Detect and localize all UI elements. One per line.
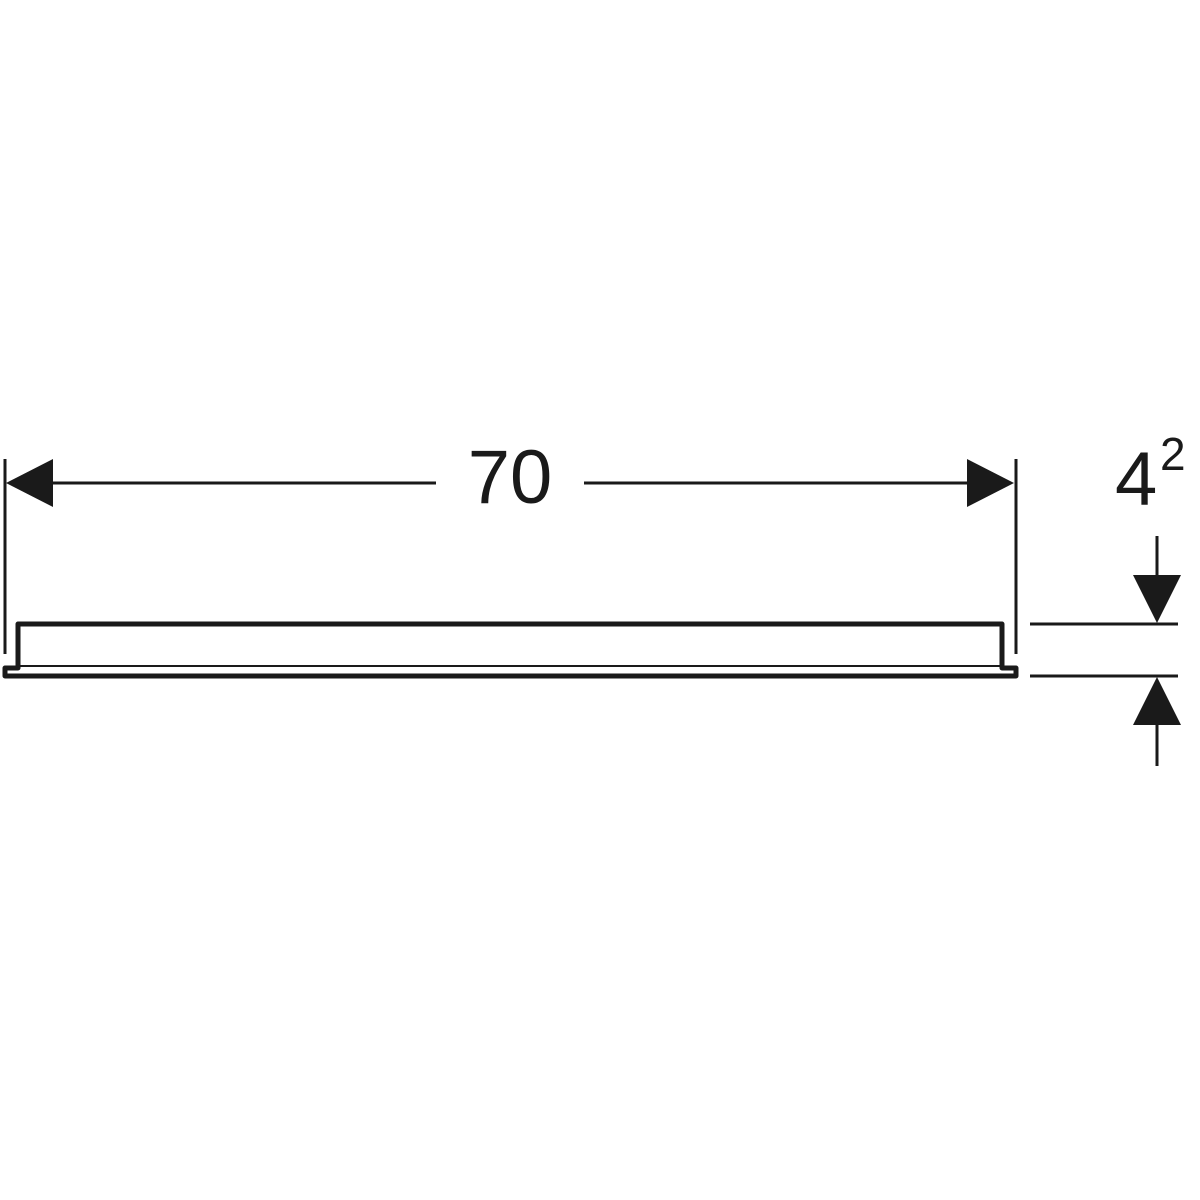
part-outline: [2, 621, 1019, 679]
height-label-main: 4: [1115, 437, 1157, 522]
height-label-superscript: 2: [1160, 428, 1186, 480]
height-label: 4: [1115, 437, 1157, 522]
down-arrow-icon: [1133, 575, 1181, 623]
height-dimension: 4 2: [1030, 428, 1186, 766]
width-dimension: 70: [3, 435, 1018, 654]
right-arrow-icon: [967, 459, 1014, 507]
up-arrow-icon: [1133, 677, 1181, 725]
part-profile: [2, 621, 1019, 679]
left-arrow-icon: [6, 459, 53, 507]
width-label: 70: [468, 435, 553, 520]
